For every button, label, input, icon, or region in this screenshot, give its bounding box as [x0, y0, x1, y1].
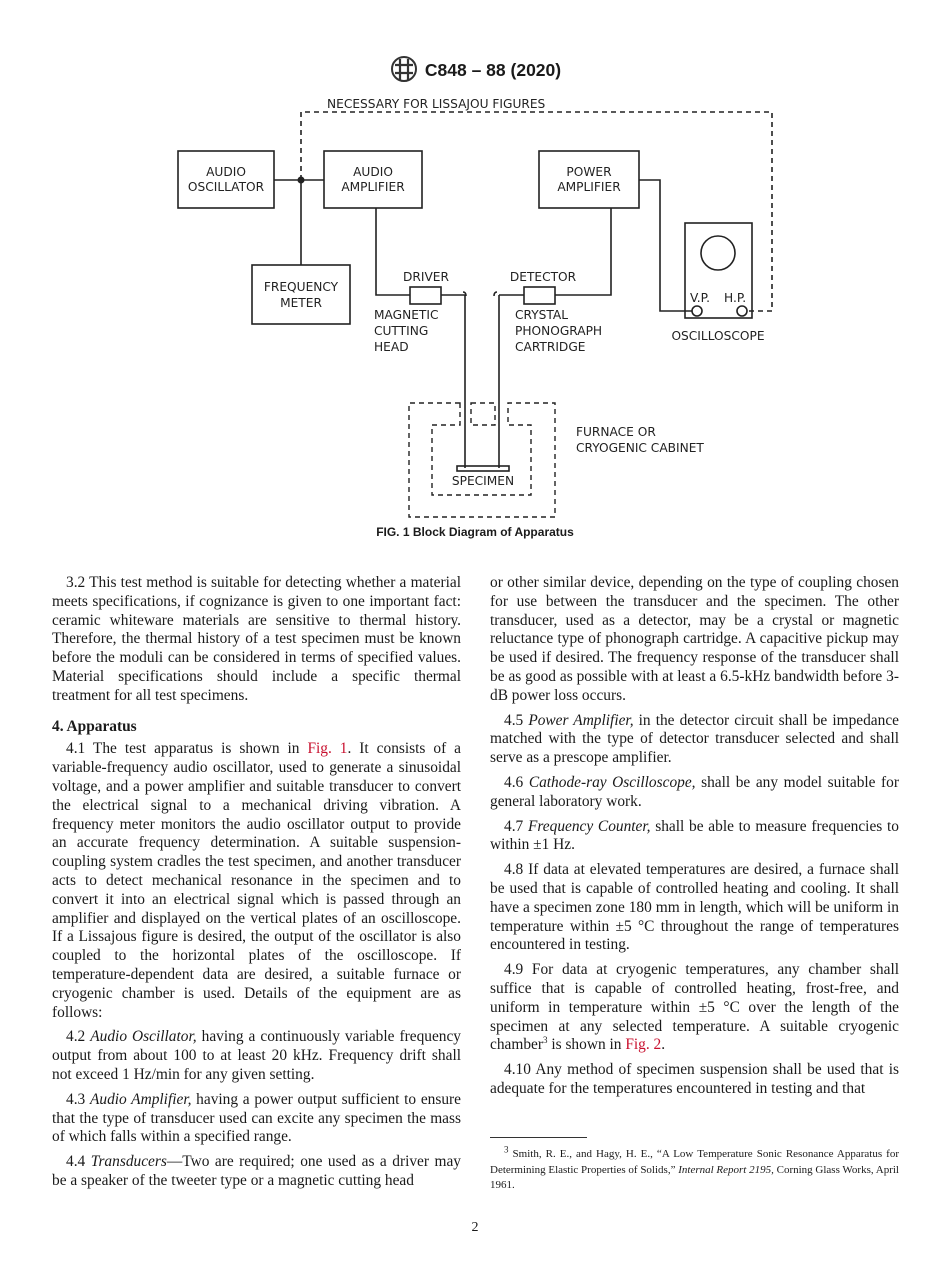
report-title: Internal Report 2195,: [678, 1163, 774, 1176]
text: Corning Glass Works, April 1961.: [490, 1163, 899, 1192]
paragraph-4-10: 4.10 Any method of specimen suspension s…: [490, 1061, 899, 1097]
right-column: or other similar device, depending on th…: [490, 574, 899, 1105]
text: 4.1 The test apparatus is shown in: [66, 740, 308, 758]
footnote-marker: 3: [504, 1144, 509, 1155]
text: 4.3: [66, 1090, 90, 1108]
label: AUDIO: [206, 165, 246, 179]
text: having a power output sufficient to ensu…: [52, 1090, 461, 1146]
frequency-meter-box: [251, 264, 351, 325]
text: 4.6: [504, 773, 529, 791]
specimen-bar: [456, 465, 510, 472]
label: AUDIO: [353, 165, 393, 179]
term: Frequency Counter,: [527, 817, 651, 835]
term: Audio Amplifier,: [89, 1090, 192, 1108]
label: METER: [280, 296, 322, 310]
label: OSCILLOSCOPE: [671, 329, 764, 343]
text: 4.2: [66, 1028, 91, 1046]
term: Cathode-ray Oscilloscope,: [528, 773, 696, 791]
paragraph-4-5: 4.5 Power Amplifier, in the detector cir…: [490, 712, 899, 768]
label: AMPLIFIER: [341, 180, 405, 194]
text: .: [661, 1036, 666, 1054]
text: 4.7: [504, 817, 528, 835]
label: CARTRIDGE: [515, 340, 585, 354]
term: Transducers: [90, 1153, 167, 1171]
astm-logo-icon: [390, 56, 417, 82]
label: MAGNETIC: [374, 308, 438, 322]
lissajou-dashed-line: [300, 111, 773, 312]
oscilloscope-screen: [700, 235, 736, 271]
text: shall be able to measure frequencies to …: [490, 817, 899, 854]
lissajou-label: NECESSARY FOR LISSAJOU FIGURES: [327, 97, 546, 111]
fig-1-link[interactable]: Fig. 1: [307, 740, 348, 758]
text: 4.4: [66, 1153, 91, 1171]
text: . It consists of a variable-frequency au…: [52, 740, 461, 1021]
text: shall be any model suitable for general …: [490, 773, 900, 810]
designation: C848 – 88 (2020): [424, 60, 562, 80]
label: CRYOGENIC CABINET: [576, 441, 704, 455]
term: Audio Oscillator,: [90, 1028, 197, 1046]
footnote-divider: [490, 1137, 587, 1138]
paragraph-4-9: 4.9 For data at cryogenic temperatures, …: [490, 961, 899, 1055]
page-header: C848 – 88 (2020): [0, 55, 950, 83]
label: AMPLIFIER: [557, 180, 621, 194]
fig-2-link[interactable]: Fig. 2: [625, 1036, 662, 1054]
driver-box: [409, 286, 442, 305]
label: OSCILLATOR: [188, 180, 265, 194]
label: FURNACE OR: [576, 425, 656, 439]
label: DRIVER: [403, 270, 449, 284]
paragraph-4-2: 4.2 Audio Oscillator, having a continuou…: [52, 1028, 461, 1084]
label: POWER: [566, 165, 612, 179]
section-heading: 4. Apparatus: [52, 717, 137, 735]
junction-dot: [297, 176, 305, 184]
label: CRYSTAL: [515, 308, 568, 322]
furnace-cabinet: [408, 402, 556, 518]
text: 4.9 For data at cryogenic temperatures, …: [490, 961, 899, 1054]
label: H.P.: [724, 291, 746, 305]
footnote-ref[interactable]: 3: [542, 1035, 548, 1046]
paragraph-4-3: 4.3 Audio Amplifier, having a power outp…: [52, 1091, 461, 1147]
label: SPECIMEN: [452, 474, 514, 488]
text: 4.5: [504, 711, 529, 729]
vp-terminal: [691, 305, 703, 317]
text: is shown in: [547, 1036, 626, 1054]
paragraph-4-7: 4.7 Frequency Counter, shall be able to …: [490, 818, 899, 856]
paragraph-4-4-cont: or other similar device, depending on th…: [490, 574, 899, 704]
text: in the detector circuit shall be imped­a…: [490, 711, 899, 767]
paragraph-3-2: 3.2 This test method is suitable for det…: [52, 574, 461, 704]
figure-caption: FIG. 1 Block Diagram of Apparatus: [376, 525, 574, 539]
text: Smith, R. E., and Hagy, H. E., “A Low Te…: [490, 1148, 899, 1176]
footnote: 3 Smith, R. E., and Hagy, H. E., “A Low …: [490, 1144, 899, 1194]
page-number: 2: [471, 1220, 479, 1235]
label: DETECTOR: [510, 270, 577, 284]
paragraph-4-4: 4.4 Transducers—Two are required; one us…: [52, 1153, 461, 1191]
paragraph-4-6: 4.6 Cathode-ray Oscilloscope, shall be a…: [490, 774, 899, 812]
text: —Two are required; one used as a driver …: [52, 1153, 461, 1189]
detector-box: [523, 286, 556, 305]
term: Power Amplifier,: [528, 711, 634, 729]
paragraph-4-8: 4.8 If data at elevated temperatures are…: [490, 861, 899, 954]
label: HEAD: [374, 340, 409, 354]
label: CUTTING: [374, 324, 428, 338]
label: FREQUENCY: [264, 280, 339, 294]
block-diagram: NECESSARY FOR LISSAJOU FIGURES AUDIO OSC…: [177, 97, 773, 518]
oscilloscope-box: [684, 222, 753, 319]
hp-terminal: [736, 305, 748, 317]
left-column: 3.2 This test method is suitable for det…: [52, 574, 461, 1197]
paragraph-4-1: 4.1 The test apparatus is shown in Fig. …: [52, 740, 461, 1022]
label: V.P.: [690, 291, 710, 305]
text: having a continuously variable fre­quenc…: [52, 1028, 462, 1083]
label: PHONOGRAPH: [515, 324, 602, 338]
